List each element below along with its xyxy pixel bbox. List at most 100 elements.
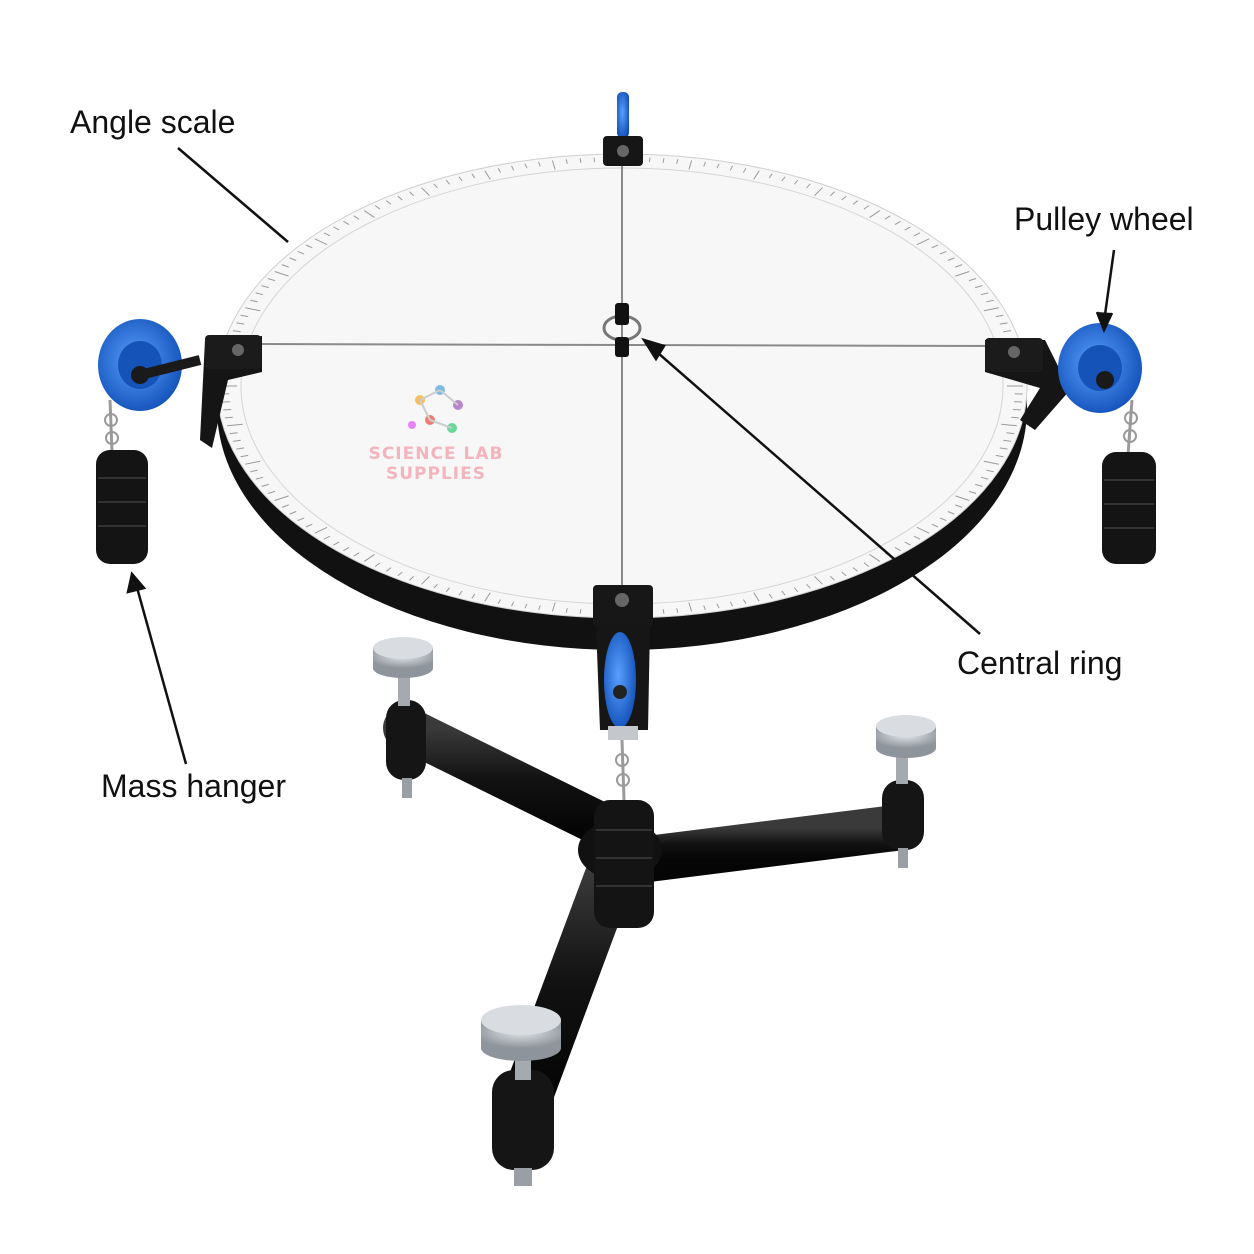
scale-tick: [484, 592, 491, 602]
scale-tick: [551, 160, 556, 170]
scale-tick: [236, 322, 245, 325]
scale-tick: [289, 257, 297, 261]
scale-tick: [261, 285, 269, 289]
scale-tick: [227, 423, 243, 427]
scale-tick: [676, 608, 679, 613]
leveling-knob-icon[interactable]: [481, 1005, 561, 1061]
watermark-line-1: SCIENCE LAB: [368, 444, 504, 464]
scale-tick: [894, 546, 901, 552]
watermark-logo: [408, 385, 463, 433]
leveling-knob-icon[interactable]: [373, 637, 433, 678]
scale-tick: [255, 476, 264, 480]
scale-tick: [829, 575, 835, 581]
mass-hanger-icon[interactable]: [1102, 399, 1156, 564]
scale-tick: [538, 161, 541, 167]
scale-tick: [314, 238, 328, 246]
scale-tick: [409, 575, 415, 581]
arrowhead-pulley: [1095, 311, 1114, 334]
scale-tick: [753, 592, 760, 602]
scale-tick: [753, 170, 760, 180]
scale-tick: [445, 179, 451, 185]
scale-tick: [232, 330, 241, 333]
scale-tick: [261, 483, 269, 487]
scale-tick: [894, 220, 901, 226]
scale-tick: [869, 210, 881, 219]
scale-tick: [939, 250, 947, 255]
scale-tick: [250, 299, 258, 303]
mass-hanger-icon[interactable]: [96, 399, 148, 564]
scale-tick: [863, 562, 870, 567]
pulley-clamp-right[interactable]: [985, 338, 1070, 430]
leader-central-ring: [649, 345, 981, 635]
scale-tick: [305, 244, 313, 249]
pulley-clamp-top[interactable]: [603, 92, 643, 166]
scale-tick: [353, 215, 360, 220]
scale-tick: [484, 170, 491, 180]
scale-tick: [852, 200, 859, 205]
leveling-knob-icon[interactable]: [876, 715, 936, 758]
scale-tick: [323, 232, 331, 237]
pulley-wheel-icon[interactable]: [98, 319, 202, 411]
pulley-wheel-icon[interactable]: [604, 632, 636, 728]
scale-tick: [579, 158, 582, 163]
scale-tick: [716, 603, 720, 609]
pulley-wheel-icon[interactable]: [1058, 323, 1142, 413]
scale-tick: [986, 299, 994, 303]
scale-tick: [806, 583, 811, 589]
watermark-line-2: SUPPLIES: [386, 464, 486, 484]
scale-tick: [323, 535, 331, 540]
scale-tick: [980, 476, 989, 480]
scale-tick: [913, 232, 921, 237]
scale-tick: [274, 271, 289, 277]
label-mass-hanger: Mass hanger: [101, 768, 286, 804]
scale-tick: [980, 292, 989, 296]
scale-tick: [281, 264, 289, 268]
scale-tick: [729, 165, 733, 171]
arrowhead-mass: [126, 571, 147, 594]
scale-tick: [841, 571, 847, 577]
scale-tick: [955, 504, 963, 508]
scale-tick: [565, 608, 568, 613]
scale-tick: [245, 460, 261, 465]
scale-tick: [716, 163, 720, 169]
scale-tick: [565, 159, 568, 164]
label-angle-scale: Angle scale: [70, 104, 236, 140]
scale-tick: [1001, 423, 1017, 427]
scale-tick: [841, 195, 847, 201]
pulley-clamp-left[interactable]: [200, 335, 262, 448]
mass-hanger-icon[interactable]: [594, 726, 654, 928]
scale-tick: [939, 517, 947, 522]
scale-tick: [869, 553, 881, 562]
scale-tick: [975, 483, 983, 487]
scale-tick: [904, 226, 911, 231]
scale-tick: [852, 567, 859, 572]
scale-tick: [385, 567, 392, 572]
leader-mass-hanger: [134, 583, 188, 765]
scale-tick: [968, 490, 977, 494]
scale-tick: [433, 583, 438, 589]
scale-tick: [363, 553, 375, 562]
scale-tick: [240, 314, 249, 318]
central-ring-icon[interactable]: [602, 303, 642, 357]
scale-tick: [863, 205, 870, 210]
scale-tick: [662, 609, 665, 614]
scale-tick: [806, 183, 811, 189]
leader-lines: [126, 147, 1116, 765]
scale-tick: [445, 587, 451, 593]
scale-tick: [297, 250, 305, 255]
scale-tick: [274, 495, 289, 501]
scale-tick: [742, 167, 747, 173]
scale-tick: [729, 601, 733, 607]
scale-tick: [374, 205, 381, 210]
scale-tick: [931, 523, 939, 528]
scale-tick: [409, 191, 415, 197]
scale-tick: [975, 285, 983, 289]
scale-tick: [343, 220, 350, 226]
scale-tick: [458, 176, 463, 182]
scale-tick: [397, 195, 403, 201]
label-central-ring: Central ring: [957, 645, 1123, 681]
scale-tick: [829, 191, 835, 197]
scale-tick: [250, 469, 258, 473]
scale-tick: [524, 603, 528, 609]
scale-tick: [289, 511, 297, 515]
